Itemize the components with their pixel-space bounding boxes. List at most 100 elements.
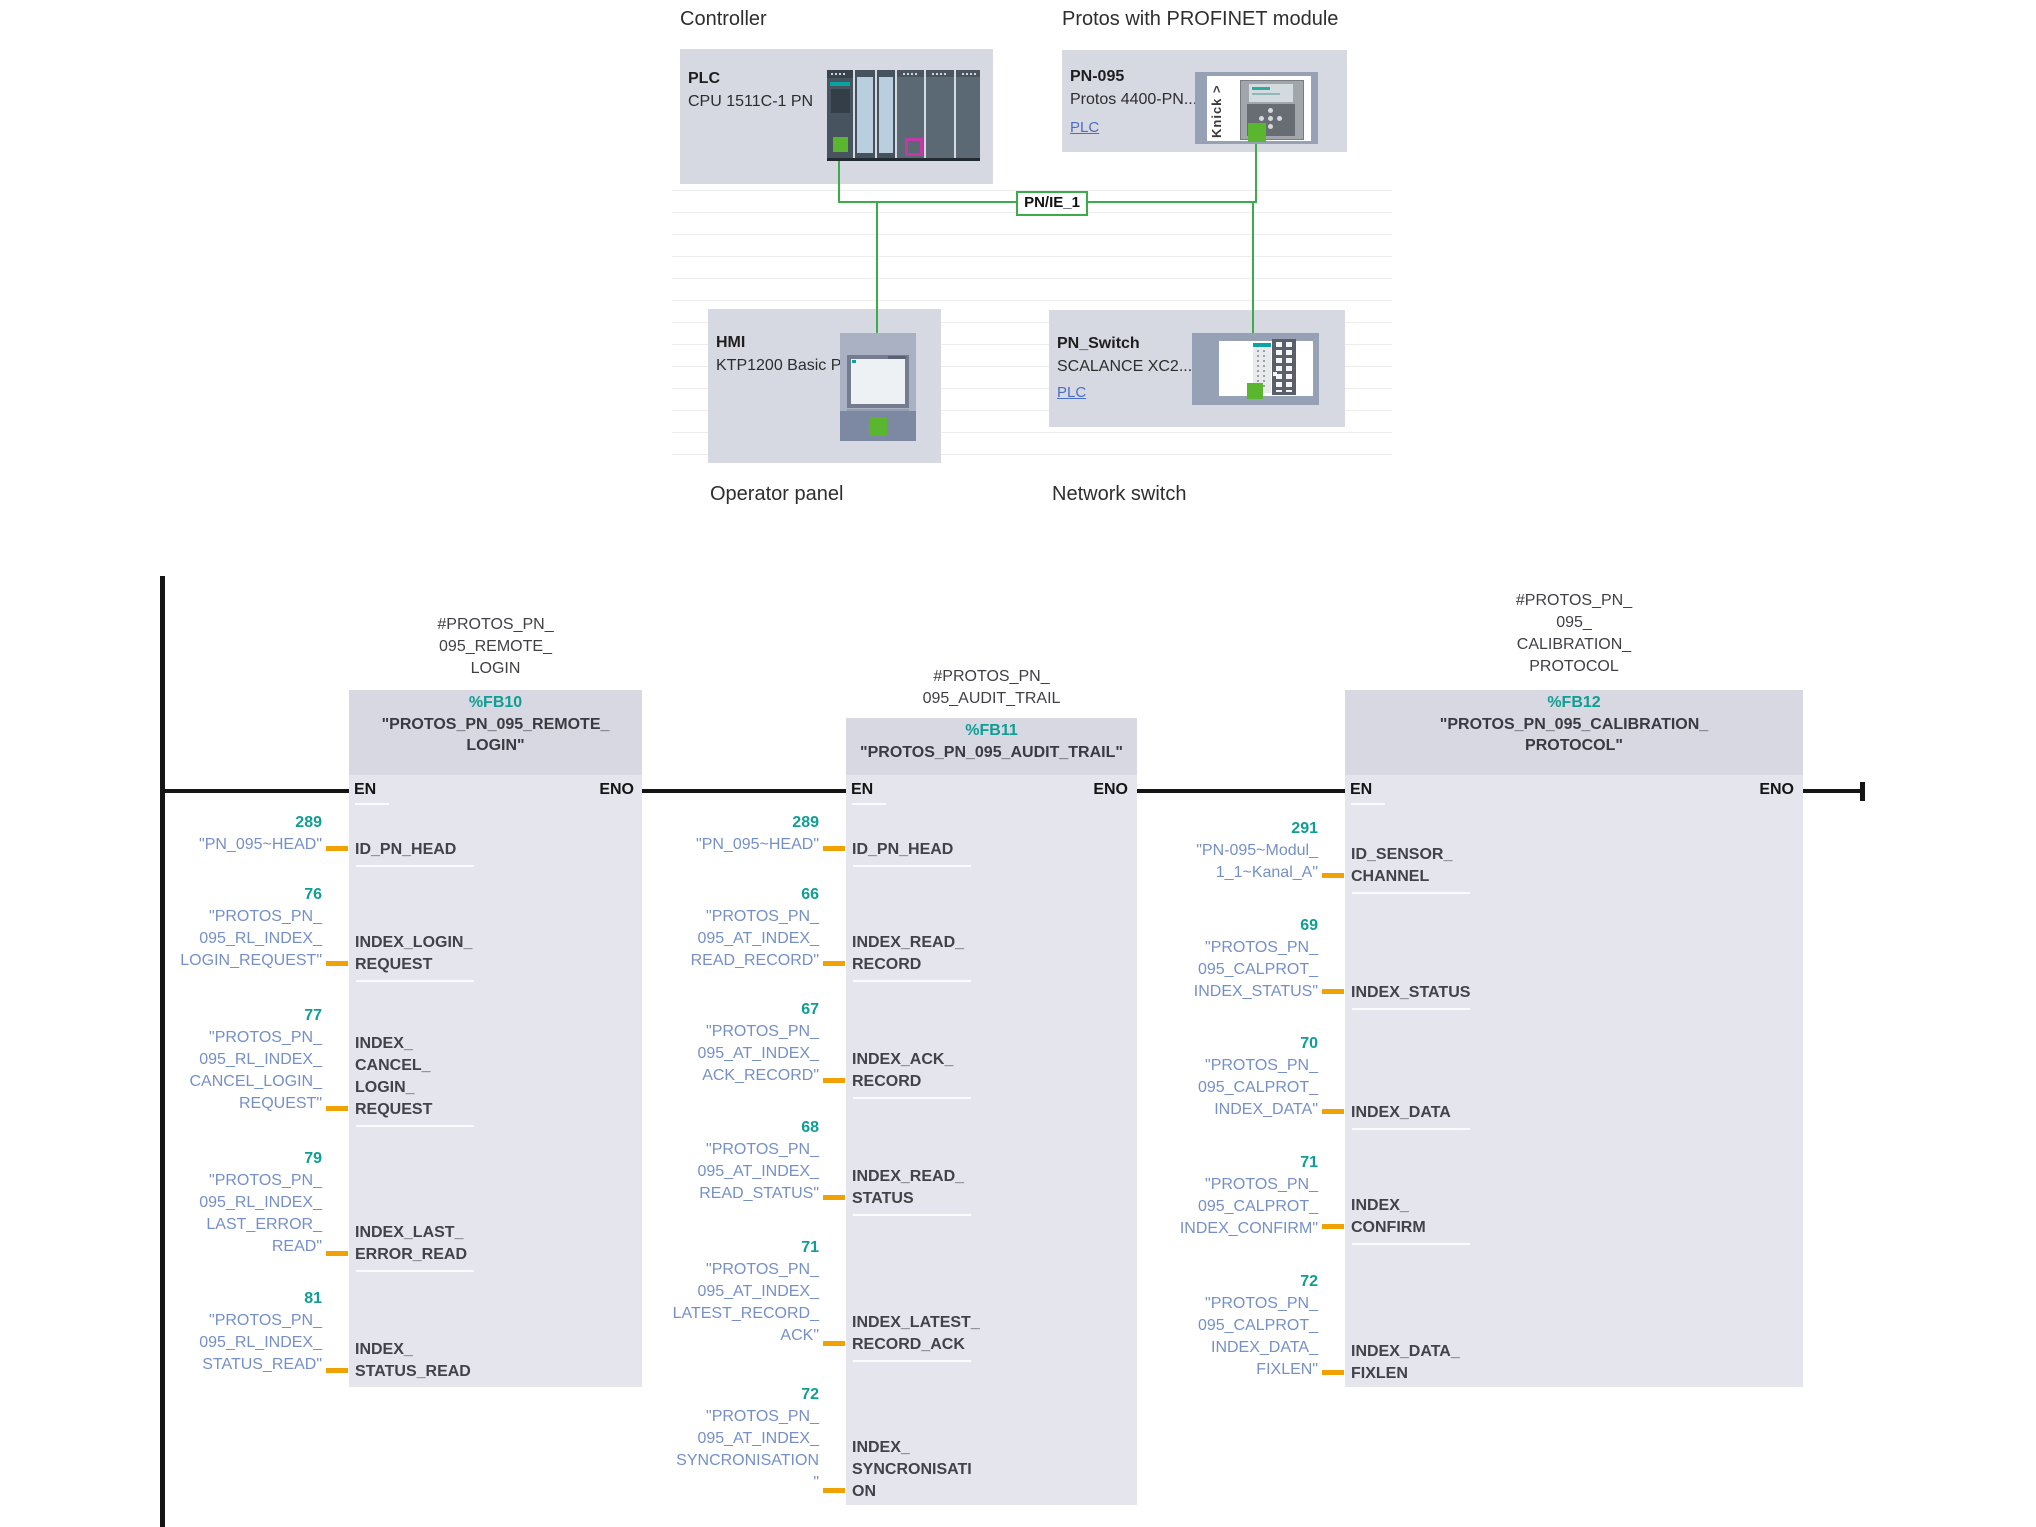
operand-value[interactable]: "PROTOS_PN_ 095_CALPROT_ INDEX_DATA_ FIX… — [1197, 1295, 1318, 1378]
operand-value[interactable]: "PROTOS_PN_ 095_RL_INDEX_ LAST_ERROR_ RE… — [199, 1172, 322, 1255]
operand-value[interactable]: "PROTOS_PN_ 095_RL_INDEX_ STATUS_READ" — [199, 1312, 322, 1373]
param-name[interactable]: INDEX_LAST_ ERROR_READ — [355, 1222, 475, 1272]
param-name[interactable]: ID_PN_HEAD — [852, 839, 972, 867]
operand-address: 79 — [304, 1150, 322, 1167]
hmi-port-led — [869, 417, 887, 436]
fb11-number: %FB11 — [965, 722, 1018, 739]
wire-fb11-to-fb12 — [1137, 789, 1345, 793]
fb10-instance-name[interactable]: #PROTOS_PN_ 095_REMOTE_ LOGIN — [437, 616, 554, 677]
controller-section-label: Controller — [680, 8, 767, 30]
cpu-led-dots — [831, 73, 833, 75]
fb11-title: "PROTOS_PN_095_AUDIT_TRAIL" — [860, 744, 1123, 761]
param-name[interactable]: INDEX_DATA — [1351, 1102, 1470, 1130]
fb11-en-label: EN — [851, 781, 887, 805]
operand-address: 71 — [1300, 1154, 1318, 1171]
param-name[interactable]: INDEX_ CANCEL_ LOGIN_ REQUEST — [355, 1033, 475, 1127]
input-connector — [823, 846, 845, 851]
fb12-block[interactable]: %FB12 "PROTOS_PN_095_CALIBRATION_ PROTOC… — [1345, 690, 1803, 1387]
input-connector — [326, 1251, 348, 1256]
fb12-instance-name[interactable]: #PROTOS_PN_ 095_ CALIBRATION_ PROTOCOL — [1515, 592, 1633, 675]
fb12-en-label: EN — [1350, 781, 1386, 805]
input-connector — [823, 1341, 845, 1346]
operand-value[interactable]: "PROTOS_PN_ 095_AT_INDEX_ ACK_RECORD" — [697, 1023, 819, 1084]
hmi-drop-line — [876, 203, 878, 333]
hmi-model: KTP1200 Basic PN — [716, 357, 853, 374]
hmi-screen — [851, 359, 905, 404]
operand-address: 291 — [1291, 820, 1318, 837]
protos-model: Protos 4400-PN... — [1070, 91, 1198, 108]
param-name[interactable]: INDEX_LOGIN_ REQUEST — [355, 932, 475, 982]
switch-name: PN_Switch — [1057, 335, 1140, 352]
switch-model: SCALANCE XC2... — [1057, 358, 1193, 375]
input-connector — [823, 1078, 845, 1083]
operand-address: 76 — [304, 886, 322, 903]
operand-value[interactable]: "PROTOS_PN_ 095_CALPROT_ INDEX_CONFIRM" — [1179, 1176, 1318, 1237]
input-connector — [1322, 1224, 1344, 1229]
input-connector — [823, 1195, 845, 1200]
fb10-header: %FB10 "PROTOS_PN_095_REMOTE_ LOGIN" — [349, 690, 642, 775]
fb11-block[interactable]: %FB11 "PROTOS_PN_095_AUDIT_TRAIL" — [846, 718, 1137, 1505]
operand-value[interactable]: "PROTOS_PN_ 095_AT_INDEX_ READ_STATUS" — [697, 1141, 819, 1202]
operand-value[interactable]: "PN_095~HEAD" — [199, 836, 322, 853]
protos-section-label: Protos with PROFINET module — [1062, 8, 1339, 30]
wire-rail-to-fb10 — [165, 789, 349, 793]
param-name[interactable]: INDEX_ACK_ RECORD — [852, 1049, 972, 1099]
operand-address: 71 — [801, 1239, 819, 1256]
input-connector — [326, 1368, 348, 1373]
fb11-header: %FB11 "PROTOS_PN_095_AUDIT_TRAIL" — [846, 718, 1137, 775]
operand-address: 72 — [801, 1386, 819, 1403]
operand-address: 66 — [801, 886, 819, 903]
param-name[interactable]: INDEX_LATEST_ RECORD_ACK — [852, 1312, 980, 1362]
fb10-title: "PROTOS_PN_095_REMOTE_ LOGIN" — [381, 716, 610, 754]
fb12-title: "PROTOS_PN_095_CALIBRATION_ PROTOCOL" — [1439, 716, 1709, 754]
operand-value[interactable]: "PROTOS_PN_ 095_AT_INDEX_ LATEST_RECORD_… — [672, 1261, 819, 1344]
input-connector — [823, 1488, 845, 1493]
cpu-display — [831, 89, 850, 113]
switch-plc-link[interactable]: PLC — [1057, 384, 1087, 401]
operand-address: 67 — [801, 1001, 819, 1018]
operand-value[interactable]: "PROTOS_PN_ 095_RL_INDEX_ CANCEL_LOGIN_ … — [189, 1029, 323, 1112]
operand-value[interactable]: "PN-095~Modul_ 1_1~Kanal_A" — [1196, 842, 1318, 881]
param-name[interactable]: ID_PN_HEAD — [355, 839, 475, 867]
fb11-instance-name[interactable]: #PROTOS_PN_ 095_AUDIT_TRAIL — [922, 668, 1061, 707]
fb10-eno-label: ENO — [599, 781, 634, 798]
operand-address: 81 — [304, 1290, 322, 1307]
wire-fb12-out — [1803, 789, 1862, 793]
wire-fb10-to-fb11 — [642, 789, 846, 793]
param-name[interactable]: INDEX_READ_ STATUS — [852, 1166, 972, 1216]
protos-drop-line — [1255, 142, 1257, 203]
param-name[interactable]: INDEX_STATUS — [1351, 982, 1471, 1010]
operand-value[interactable]: "PROTOS_PN_ 095_CALPROT_ INDEX_STATUS" — [1193, 939, 1318, 1000]
operand-value[interactable]: "PROTOS_PN_ 095_CALPROT_ INDEX_DATA" — [1197, 1057, 1318, 1118]
protos-name: PN-095 — [1070, 68, 1125, 85]
param-name[interactable]: INDEX_DATA_ FIXLEN — [1351, 1341, 1470, 1391]
operand-value[interactable]: "PROTOS_PN_ 095_AT_INDEX_ READ_RECORD" — [690, 908, 819, 969]
param-name[interactable]: ID_SENSOR_ CHANNEL — [1351, 844, 1471, 894]
operand-address: 68 — [801, 1119, 819, 1136]
operand-value[interactable]: "PN_095~HEAD" — [696, 836, 819, 853]
operand-value[interactable]: "PROTOS_PN_ 095_RL_INDEX_ LOGIN_REQUEST" — [180, 908, 322, 969]
param-name[interactable]: INDEX_READ_ RECORD — [852, 932, 972, 982]
network-switch-label: Network switch — [1052, 483, 1187, 505]
plc-drop-line — [838, 161, 840, 203]
cpu-status-led — [833, 137, 848, 152]
plc-rack-rail — [827, 158, 980, 161]
power-rail — [160, 576, 165, 1527]
fb12-header: %FB12 "PROTOS_PN_095_CALIBRATION_ PROTOC… — [1345, 690, 1803, 775]
param-name[interactable]: INDEX_ CONFIRM — [1351, 1195, 1470, 1245]
input-connector — [1322, 1109, 1344, 1114]
input-connector — [326, 846, 348, 851]
input-connector — [1322, 989, 1344, 994]
knick-brand-text: Knick > — [1209, 84, 1224, 138]
network-name-tag[interactable]: PN/IE_1 — [1016, 191, 1088, 216]
input-connector — [1322, 1370, 1344, 1375]
param-name[interactable]: INDEX_ STATUS_READ — [355, 1339, 474, 1389]
protos-plc-link[interactable]: PLC — [1070, 119, 1100, 136]
operand-address: 69 — [1300, 917, 1318, 934]
param-name[interactable]: INDEX_ SYNCRONISATI ON — [852, 1437, 972, 1509]
fb10-block[interactable]: %FB10 "PROTOS_PN_095_REMOTE_ LOGIN" — [349, 690, 642, 1387]
operand-value[interactable]: "PROTOS_PN_ 095_AT_INDEX_ SYNCRONISATION… — [676, 1408, 819, 1491]
operand-address: 289 — [295, 814, 322, 831]
input-connector — [326, 1106, 348, 1111]
